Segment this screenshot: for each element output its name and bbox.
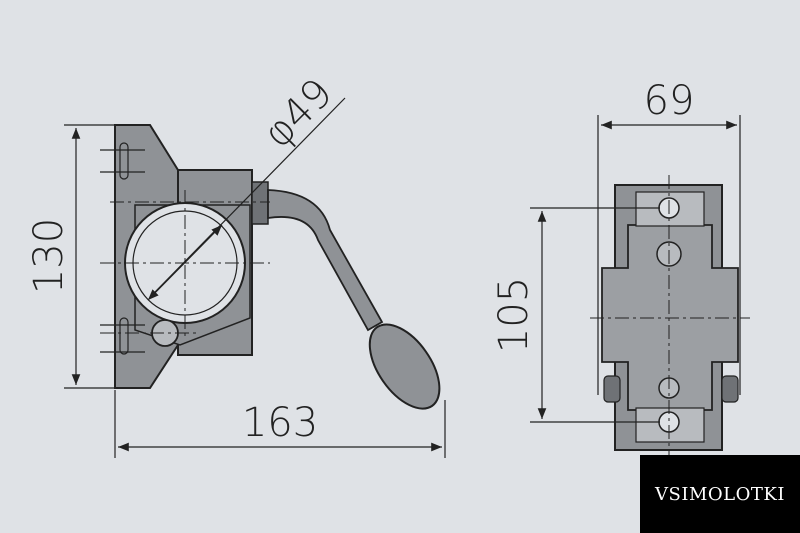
front-view [530,115,750,460]
height-label-side: 130 [26,218,72,294]
handle-arm [267,189,384,332]
watermark-box: VSIMOLOTKI [640,455,800,533]
screw-head [251,181,269,225]
handle-grip [368,323,441,410]
width-label-side: 163 [242,400,318,446]
width-label-front: 69 [644,78,695,124]
side-view [64,97,446,458]
front-bolt-right [721,375,739,403]
watermark-text: VSIMOLOTKI [655,483,785,505]
front-bolt-left [603,375,621,403]
height-label-front: 105 [491,277,537,353]
plate-slots [100,142,145,355]
diameter-label: φ49 [255,70,342,157]
